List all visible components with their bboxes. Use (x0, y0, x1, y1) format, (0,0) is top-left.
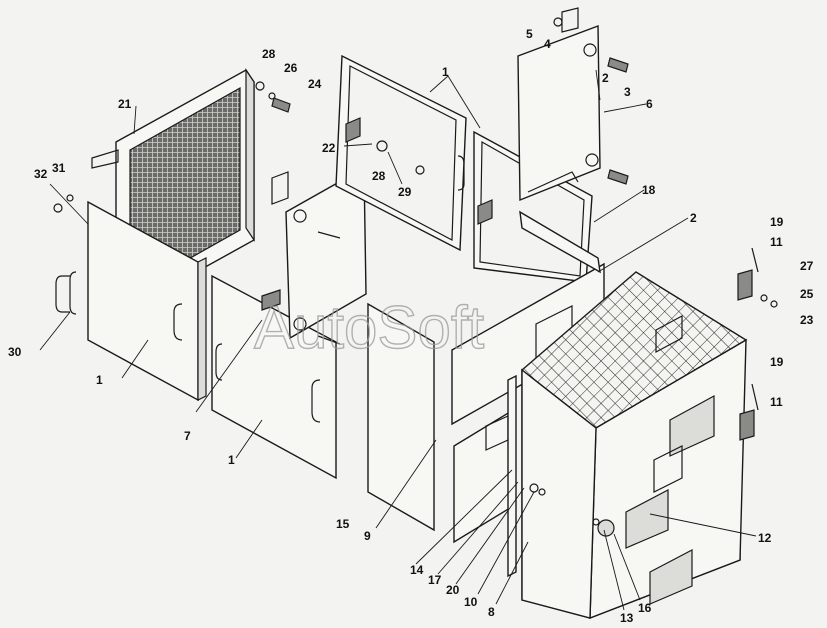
inner-panel-7 (261, 166, 367, 345)
callout-31: 31 (52, 161, 66, 175)
callout-22: 22 (322, 141, 336, 155)
callout-2: 2 (602, 71, 609, 85)
callout-1: 1 (96, 373, 103, 387)
callout-11: 11 (770, 395, 783, 409)
callout-18: 18 (642, 183, 656, 197)
leader-lines (39, 69, 757, 611)
callout-6: 6 (646, 97, 653, 111)
callout-24: 24 (308, 77, 322, 91)
callout-3: 3 (624, 85, 631, 99)
callout-11: 11 (770, 235, 783, 249)
callout-8: 8 (488, 605, 495, 619)
callout-12: 12 (758, 531, 772, 545)
callout-13: 13 (620, 611, 634, 625)
callout-19: 19 (770, 355, 784, 369)
fasteners (53, 17, 629, 496)
callout-27: 27 (800, 259, 814, 273)
callout-1: 1 (228, 453, 235, 467)
callout-16: 16 (638, 601, 652, 615)
callout-28: 28 (372, 169, 386, 183)
cabinet-body (520, 271, 748, 620)
panel-15 (367, 302, 435, 532)
callout-2: 2 (690, 211, 697, 225)
hinge-upper (737, 247, 778, 308)
callout-10: 10 (464, 595, 478, 609)
top-door-6 (517, 7, 601, 202)
callout-4: 4 (544, 37, 551, 51)
callout-23: 23 (800, 313, 814, 327)
callout-15: 15 (336, 517, 350, 531)
callout-1: 1 (442, 65, 449, 79)
callout-7: 7 (184, 429, 191, 443)
callout-labels: 1 1 1 2 2 3 4 5 6 7 8 9 10 11 11 12 13 1… (8, 27, 814, 625)
callout-25: 25 (800, 287, 814, 301)
callout-30: 30 (8, 345, 22, 359)
callout-5: 5 (526, 27, 533, 41)
callout-20: 20 (446, 583, 460, 597)
callout-29: 29 (398, 185, 412, 199)
callout-17: 17 (428, 573, 442, 587)
panel-14 (453, 410, 511, 544)
callout-32: 32 (34, 167, 48, 181)
strip-8 (507, 374, 517, 578)
callout-9: 9 (364, 529, 371, 543)
left-door-panel (55, 200, 207, 402)
callout-28: 28 (262, 47, 276, 61)
door-frame-top (335, 54, 467, 252)
callout-19: 19 (770, 215, 784, 229)
watermark: AutoSoft (254, 294, 484, 361)
hinge-lower (739, 383, 759, 441)
callout-14: 14 (410, 563, 424, 577)
callout-21: 21 (118, 97, 132, 111)
callout-26: 26 (284, 61, 298, 75)
